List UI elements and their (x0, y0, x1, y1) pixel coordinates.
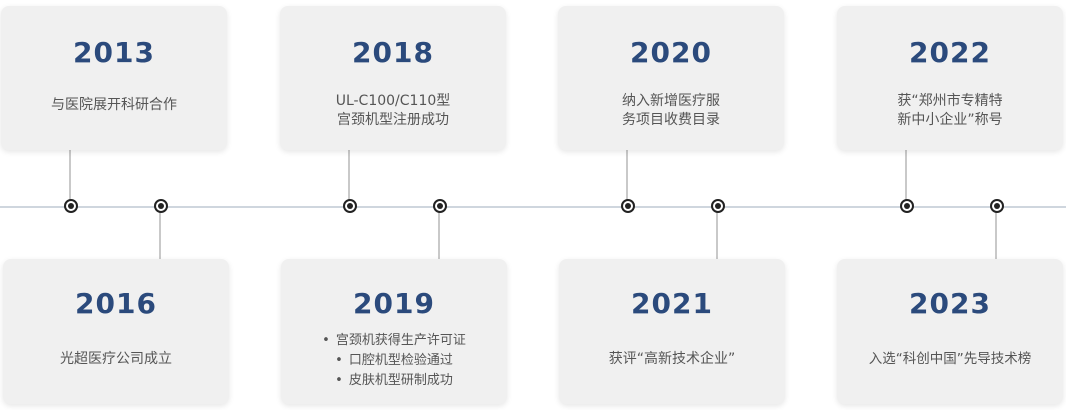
milestone-card-2021: 2021 获评“高新技术企业” (559, 259, 785, 404)
connector (159, 210, 161, 259)
milestone-year: 2018 (352, 36, 434, 69)
bullet-item: 宫颈机获得生产许可证 (281, 331, 507, 351)
milestone-description: 纳入新增医疗服 务项目收费目录 (566, 92, 776, 130)
timeline-node (621, 199, 635, 213)
connector (905, 150, 907, 205)
description-line: 入选“科创中国”先导技术榜 (868, 351, 1032, 367)
milestone-year: 2023 (909, 287, 991, 320)
milestone-description: 与医院展开科研合作 (9, 96, 219, 115)
milestone-card-2023: 2023 入选“科创中国”先导技术榜 (837, 259, 1063, 404)
description-line: UL-C100/C110型 (335, 93, 451, 109)
milestone-bullet-list: 宫颈机获得生产许可证 口腔机型检验通过 皮肤机型研制成功 (281, 331, 507, 391)
milestone-description: 入选“科创中国”先导技术榜 (839, 350, 1061, 369)
milestone-year: 2022 (909, 36, 991, 69)
milestone-card-2016: 2016 光超医疗公司成立 (3, 259, 229, 404)
description-line: 获评“高新技术企业” (608, 351, 736, 367)
connector (716, 210, 718, 259)
milestone-description: 获评“高新技术企业” (567, 350, 777, 369)
milestone-year: 2016 (75, 287, 157, 320)
timeline-node (711, 199, 725, 213)
milestone-description: UL-C100/C110型 宫颈机型注册成功 (288, 92, 498, 130)
timeline-node (343, 199, 357, 213)
timeline-axis (0, 206, 1066, 208)
timeline-node (900, 199, 914, 213)
connector (995, 210, 997, 259)
bullet-item: 口腔机型检验通过 (281, 351, 507, 371)
description-line: 纳入新增医疗服 (622, 93, 720, 109)
connector (626, 150, 628, 205)
connector (69, 150, 71, 205)
milestone-card-2018: 2018 UL-C100/C110型 宫颈机型注册成功 (280, 6, 506, 150)
milestone-year: 2021 (631, 287, 713, 320)
milestone-card-2022: 2022 获“郑州市专精特 新中小企业”称号 (837, 6, 1063, 150)
timeline-node (433, 199, 447, 213)
description-line: 新中小企业”称号 (897, 112, 1003, 128)
timeline-node (64, 199, 78, 213)
milestone-description: 光超医疗公司成立 (11, 350, 221, 369)
milestone-description: 获“郑州市专精特 新中小企业”称号 (845, 92, 1055, 130)
milestone-card-2019: 2019 宫颈机获得生产许可证 口腔机型检验通过 皮肤机型研制成功 (281, 259, 507, 404)
milestone-year: 2019 (353, 287, 435, 320)
milestone-card-2020: 2020 纳入新增医疗服 务项目收费目录 (558, 6, 784, 150)
description-line: 获“郑州市专精特 (897, 93, 1003, 109)
bullet-item: 皮肤机型研制成功 (281, 371, 507, 391)
timeline-node (990, 199, 1004, 213)
connector (438, 210, 440, 259)
timeline-node (154, 199, 168, 213)
milestone-card-2013: 2013 与医院展开科研合作 (1, 6, 227, 150)
description-line: 务项目收费目录 (622, 112, 720, 128)
description-line: 宫颈机型注册成功 (337, 112, 449, 128)
description-line: 与医院展开科研合作 (51, 97, 177, 113)
milestone-year: 2020 (630, 36, 712, 69)
description-line: 光超医疗公司成立 (60, 351, 172, 367)
connector (348, 150, 350, 205)
milestone-year: 2013 (73, 36, 155, 69)
